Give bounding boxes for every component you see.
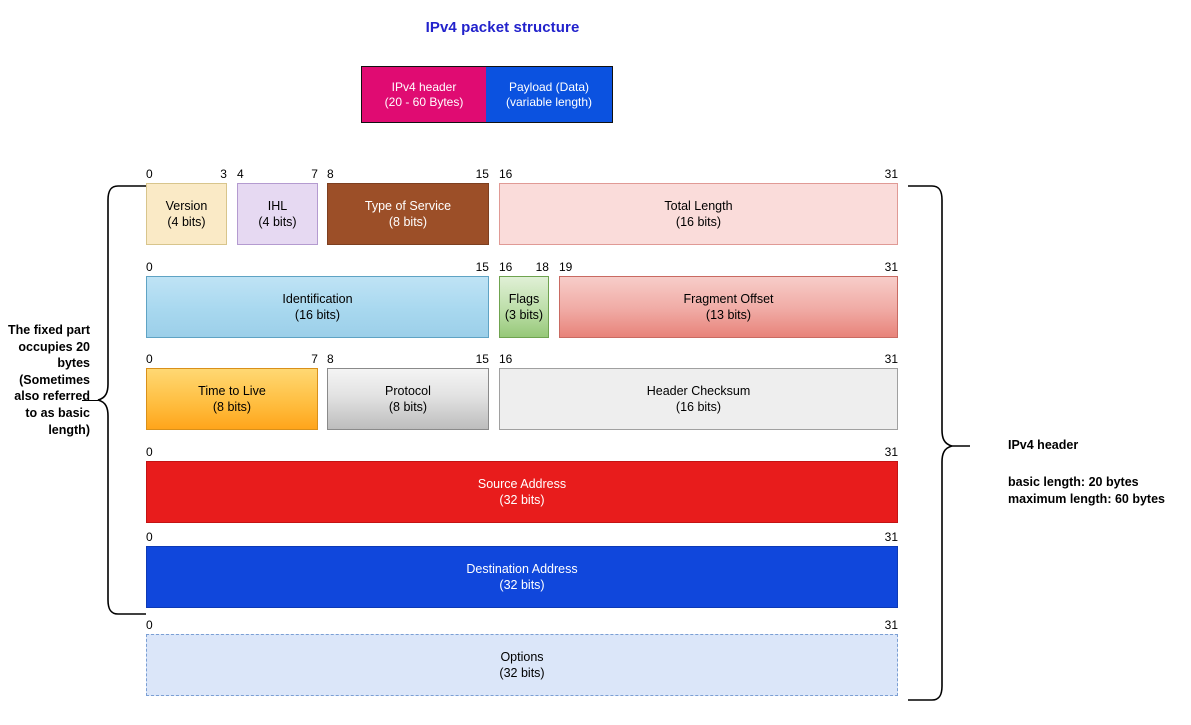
packet-segment-ipv4-header: IPv4 header (20 - 60 Bytes) [362,67,487,122]
field-destination-address: Destination Address (32 bits) [146,546,898,608]
field-label: Destination Address [466,562,578,576]
bit-tick-label: 0 [146,260,153,274]
field-source-address: Source Address (32 bits) [146,461,898,523]
header-row-fields: Source Address (32 bits) [146,461,898,523]
packet-segment-label: Payload (Data) [508,79,590,94]
bit-tick-label: 16 [498,167,513,181]
field-label: Source Address [477,477,567,491]
field-label: IHL [267,199,288,213]
bit-tick-label: 15 [475,167,489,181]
field-flags: Flags (3 bits) [498,276,549,338]
field-label: Options [500,650,544,664]
header-row-fields: Time to Live (8 bits) Protocol (8 bits) Head… [146,368,898,430]
ipv4-header-note-body: basic length: 20 bytes maximum length: 6… [1008,475,1165,506]
bit-tick-label: 8 [327,352,334,366]
field-bitcount: (8 bits) [212,400,252,414]
bit-tick-label: 3 [220,167,227,181]
packet-segment-sublabel: (variable length) [505,94,593,109]
field-label: Flags [508,292,540,306]
bit-tick-label: 0 [146,530,153,544]
header-row-fields: Options (32 bits) [146,634,898,696]
packet-segment-label: IPv4 header [391,79,457,94]
bit-ruler: 0 31 [146,444,898,461]
header-row-fields: Version (4 bits) IHL (4 bits) Type of Servic… [146,183,898,245]
ipv4-header-brace [908,185,970,701]
ipv4-header-note-title: IPv4 header [1008,438,1079,452]
fixed-part-note: The fixed part occupies 20 bytes (Someti… [8,323,90,437]
field-bitcount: (32 bits) [499,578,545,592]
field-bitcount: (16 bits) [294,308,341,322]
field-version: Version (4 bits) [146,183,227,245]
field-type-of-service: Type of Service (8 bits) [327,183,489,245]
bit-tick-label: 15 [475,352,489,366]
field-label: Time to Live [198,384,266,398]
bit-tick-label: 19 [558,260,573,274]
field-label: Fragment Offset [683,292,774,306]
bit-tick-label: 7 [311,167,318,181]
field-options: Options (32 bits) [146,634,898,696]
header-row-fields: Identification (16 bits) Flags (3 bits) Frag… [146,276,898,338]
field-time-to-live: Time to Live (8 bits) [146,368,318,430]
field-bitcount: (13 bits) [705,308,752,322]
bit-tick-label: 31 [884,618,898,632]
bit-tick-label: 7 [311,352,318,366]
fixed-part-tip-line [82,400,98,401]
field-bitcount: (3 bits) [504,308,544,322]
bit-tick-label: 31 [884,445,898,459]
bit-tick-label: 0 [146,618,153,632]
bit-tick-label: 0 [146,167,153,181]
field-bitcount: (8 bits) [388,400,428,414]
header-row-fields: Destination Address (32 bits) [146,546,898,608]
bit-tick-label: 31 [884,352,898,366]
page-title: IPv4 packet structure [425,19,580,36]
bit-tick-label: 8 [327,167,334,181]
field-label: Protocol [385,384,431,398]
bit-tick-label: 16 [498,260,513,274]
bit-ruler: 0 15 16 18 19 31 [146,259,898,276]
field-bitcount: (4 bits) [258,215,297,229]
field-identification: Identification (16 bits) [146,276,489,338]
bit-tick-label: 31 [884,530,898,544]
bit-tick-label: 16 [498,352,513,366]
packet-segment-sublabel: (20 - 60 Bytes) [384,94,464,109]
field-label: Type of Service [364,199,452,213]
bit-tick-label: 15 [475,260,489,274]
field-bitcount: (32 bits) [499,493,545,507]
field-fragment-offset: Fragment Offset (13 bits) [558,276,898,338]
field-label: Header Checksum [646,384,751,398]
bit-tick-label: 31 [884,260,898,274]
field-header-checksum: Header Checksum (16 bits) [498,368,898,430]
bit-ruler: 0 31 [146,617,898,634]
field-bitcount: (32 bits) [499,666,545,680]
field-bitcount: (16 bits) [675,215,722,229]
bit-tick-label: 18 [535,260,549,274]
fixed-part-brace [97,185,146,615]
field-protocol: Protocol (8 bits) [327,368,489,430]
field-label: Identification [282,292,353,306]
bit-tick-label: 4 [236,167,244,181]
bit-tick-label: 0 [146,352,153,366]
bit-tick-label: 31 [884,167,898,181]
field-bitcount: (16 bits) [675,400,722,414]
field-bitcount: (8 bits) [388,215,428,229]
packet-structure-bar: IPv4 header (20 - 60 Bytes) Payload (Dat… [361,66,613,123]
bit-tick-label: 0 [146,445,153,459]
field-bitcount: (4 bits) [167,215,206,229]
field-total-length: Total Length (16 bits) [498,183,898,245]
field-ihl: IHL (4 bits) [236,183,318,245]
field-label: Total Length [664,199,733,213]
field-label: Version [165,199,208,213]
bit-ruler: 0 31 [146,529,898,546]
packet-segment-payload: Payload (Data) (variable length) [486,67,612,122]
